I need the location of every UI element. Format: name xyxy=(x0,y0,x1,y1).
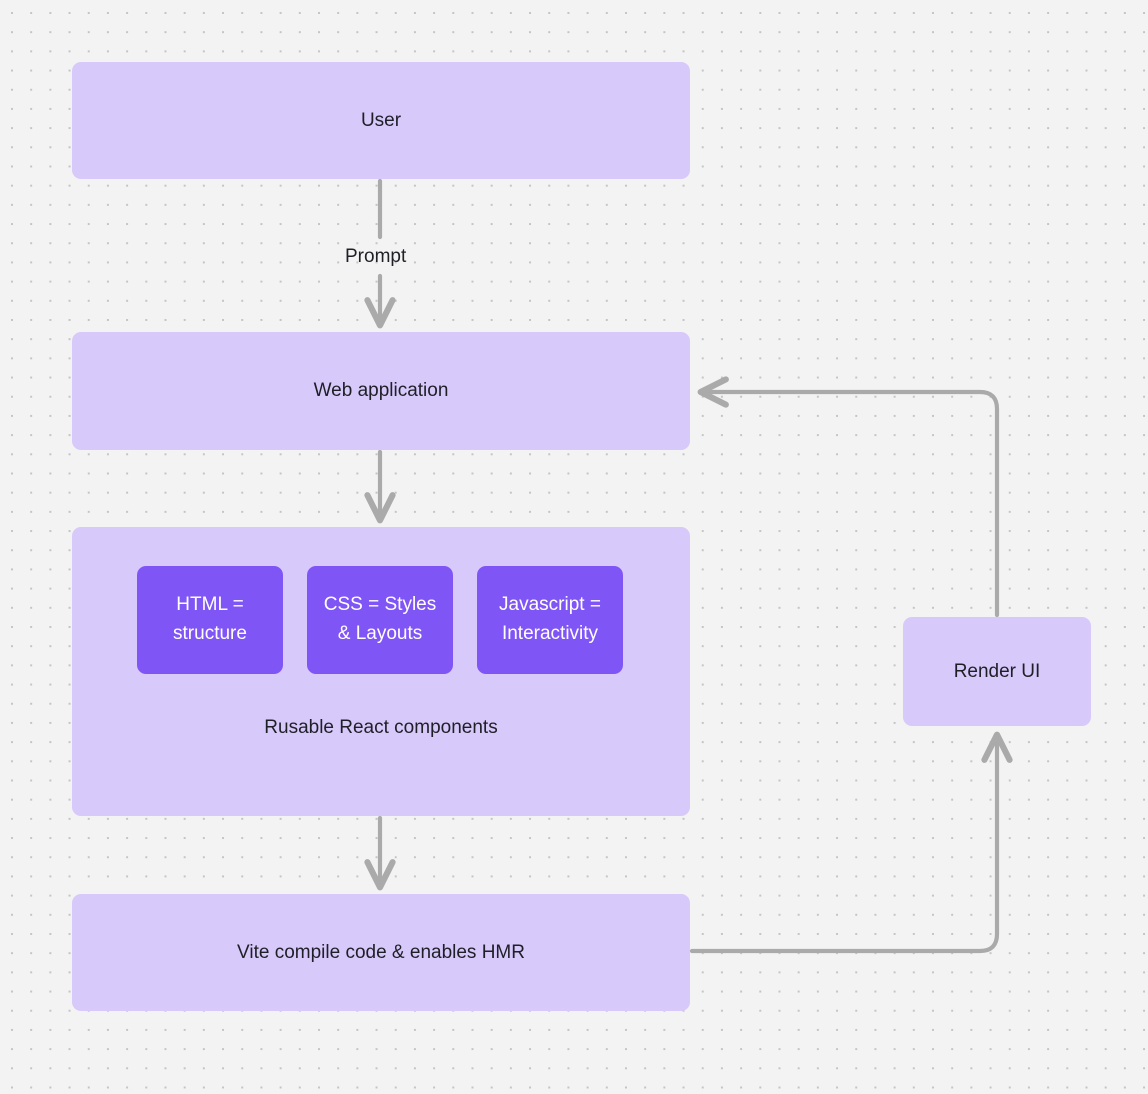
edge-label-prompt: Prompt xyxy=(345,246,407,267)
component-chip-group: HTML = structure CSS = Styles & Layouts … xyxy=(72,527,690,816)
node-vite[interactable]: Vite compile code & enables HMR xyxy=(72,894,690,1011)
node-web-application[interactable]: Web application xyxy=(72,332,690,450)
node-user[interactable]: User xyxy=(72,62,690,179)
edge-render-to-webapp xyxy=(697,376,1000,618)
node-user-label: User xyxy=(360,109,402,131)
react-components-caption: Rusable React components xyxy=(264,717,498,738)
node-render-ui-label: Render UI xyxy=(953,660,1041,682)
chip-css-label: CSS = Styles & Layouts xyxy=(323,594,437,644)
chip-html-label: HTML = structure xyxy=(173,594,247,644)
chip-html[interactable]: HTML = structure xyxy=(137,566,283,674)
chip-javascript[interactable]: Javascript = Interactivity xyxy=(477,566,623,674)
node-render-ui[interactable]: Render UI xyxy=(903,617,1091,726)
node-vite-label: Vite compile code & enables HMR xyxy=(237,941,525,963)
node-react-components[interactable]: HTML = structure CSS = Styles & Layouts … xyxy=(72,527,690,816)
edge-vite-to-render xyxy=(689,731,1013,954)
chip-javascript-label: Javascript = Interactivity xyxy=(499,594,601,644)
chip-css[interactable]: CSS = Styles & Layouts xyxy=(307,566,453,674)
node-web-application-label: Web application xyxy=(313,380,449,402)
